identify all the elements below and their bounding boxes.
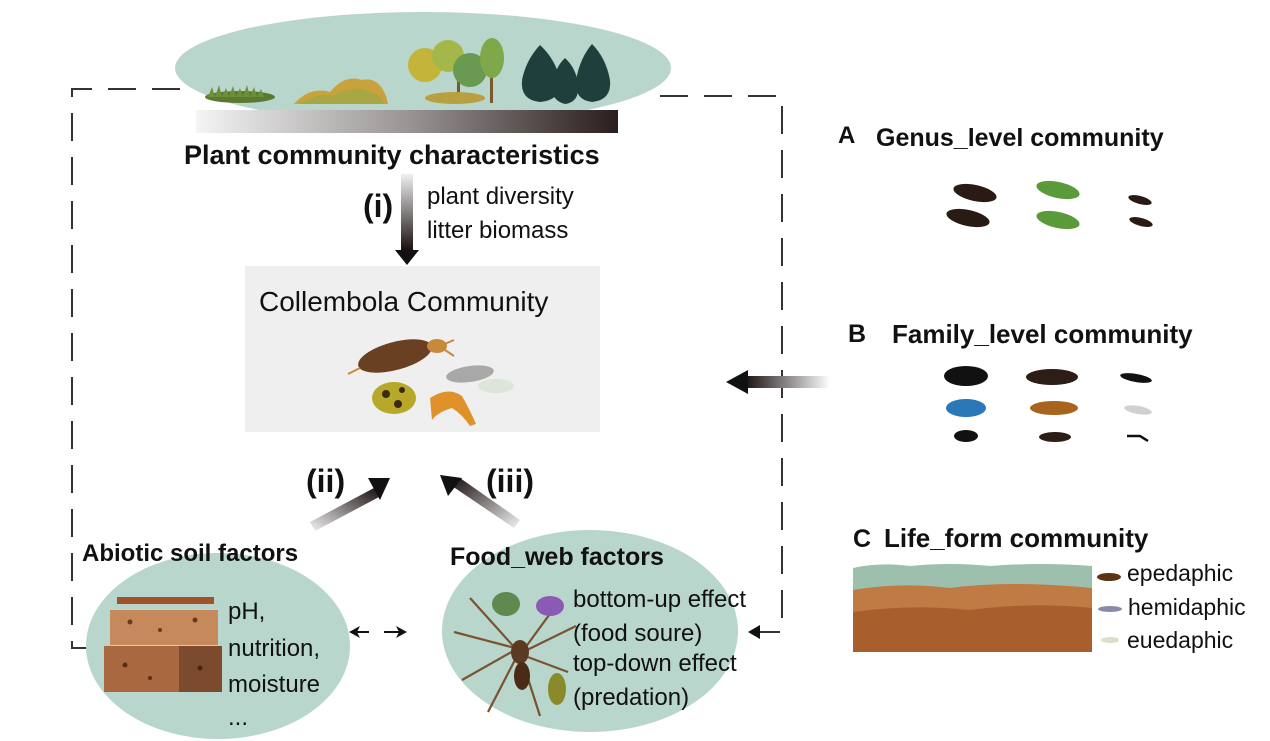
- arrow-i-head-icon: [395, 250, 419, 265]
- arrow-i-shaft: [401, 174, 413, 250]
- dashed-feedback-frame: [71, 88, 783, 649]
- factor-plant-diversity: plant diversity: [427, 183, 574, 210]
- panels-arrow-shaft: [745, 376, 830, 388]
- arrow-into-foodweb-icon: [748, 625, 760, 639]
- panel-a-letter: A: [838, 122, 856, 149]
- deciduous-trees-icon: [408, 38, 504, 104]
- arrow-ii-icon: [310, 478, 390, 531]
- hemidaphic-icon: [1098, 606, 1122, 612]
- abiotic-item-moisture: moisture: [228, 671, 321, 698]
- path-ii-label: (ii): [306, 463, 346, 499]
- panel-b-title: Family_level community: [892, 319, 1193, 349]
- spider-body: [511, 640, 529, 664]
- abiotic-soil-factors-title: Abiotic soil factors: [82, 540, 299, 567]
- bidirectional-arrow-icon: [349, 626, 407, 638]
- life-form-euedaphic: euedaphic: [1127, 627, 1234, 653]
- grass-icon: [205, 85, 275, 103]
- food-web-factors-title: Food_web factors: [450, 543, 664, 571]
- spider-abdomen: [514, 662, 530, 690]
- euedaphic-icon: [1101, 637, 1119, 643]
- life-form-hemidaphic: hemidaphic: [1128, 594, 1246, 620]
- conifer-trees-icon: [521, 44, 611, 104]
- path-i-label: (i): [363, 188, 394, 224]
- spider-icon: [453, 597, 577, 717]
- panel-a-title: Genus_level community: [876, 124, 1164, 152]
- foodweb-item-predation: (predation): [573, 684, 690, 711]
- abiotic-item-ph: pH,: [228, 598, 266, 625]
- prey-collembola-icon: [548, 673, 566, 705]
- abiotic-item-more: ...: [228, 704, 249, 731]
- plant-community-title: Plant community characteristics: [184, 140, 600, 170]
- soil-blocks-icon: [104, 597, 222, 692]
- shrub-icon: [294, 78, 388, 104]
- path-iii-label: (iii): [486, 463, 534, 499]
- dashed-line-right: [660, 95, 783, 633]
- panel-c-title: Life_form community: [884, 523, 1149, 553]
- life-form-epedaphic: epedaphic: [1127, 560, 1234, 586]
- family-silhouettes-icon: [944, 366, 1152, 443]
- panel-c-letter: C: [853, 525, 872, 553]
- soil-profile-icon: [853, 564, 1122, 652]
- flower-icon: [536, 596, 564, 616]
- panel-b-letter: B: [848, 320, 867, 348]
- collembola-illustrations-icon: [347, 339, 514, 426]
- foodweb-item-bottom-up: bottom-up effect: [573, 586, 746, 613]
- foodweb-item-top-down: top-down effect: [573, 650, 737, 677]
- foodweb-item-food-source: (food soure): [573, 620, 703, 647]
- dashed-line-left: [71, 88, 180, 649]
- fungus-icon: [492, 592, 520, 616]
- genus-beetles-icon: [946, 180, 1153, 230]
- factor-litter-biomass: litter biomass: [427, 217, 569, 244]
- plant-gradient-bar: [196, 110, 618, 133]
- collembola-community-title: Collembola Community: [259, 286, 549, 317]
- abiotic-item-nutrition: nutrition,: [228, 635, 321, 662]
- arrow-iii-icon: [440, 475, 520, 528]
- panels-arrow-head-icon: [726, 370, 748, 394]
- epedaphic-icon: [1097, 573, 1121, 581]
